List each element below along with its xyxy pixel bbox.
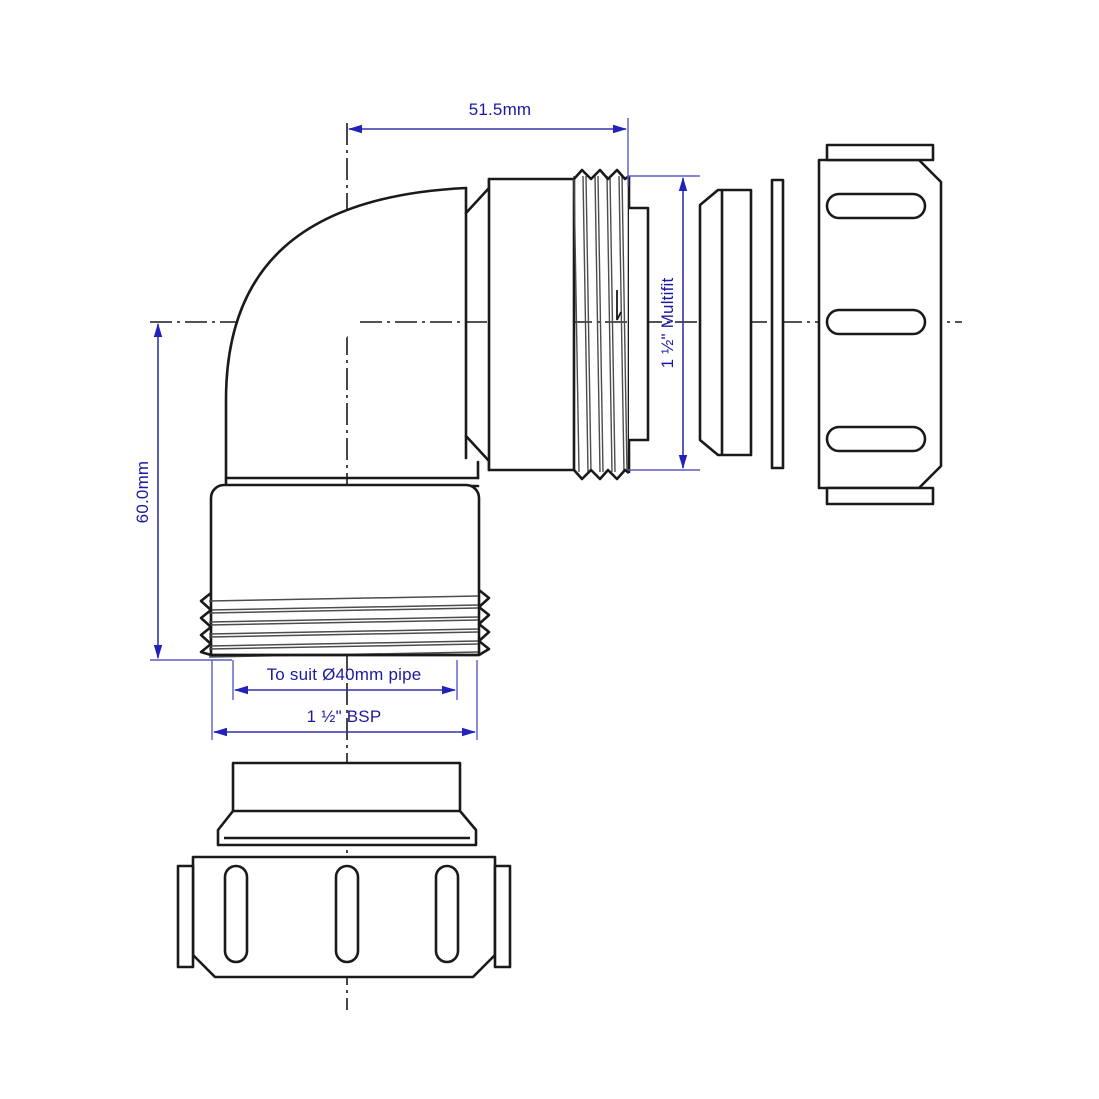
dim-left-label: 60.0mm — [133, 461, 152, 524]
bsp-thread-left-crests — [199, 591, 213, 657]
cone-washer-outline — [698, 188, 753, 457]
multifit-spigot-end-outline — [629, 206, 650, 442]
bsp-body-outline — [209, 483, 481, 657]
dim-top-label: 51.5mm — [469, 100, 532, 119]
multifit-nut-slot-top — [825, 192, 927, 220]
bsp-nut-slot-left — [223, 864, 249, 964]
dim-multifit-label: 1 ½" Multifit — [658, 278, 677, 369]
multifit-nut-top-cap — [825, 143, 935, 162]
bsp-male-thread — [199, 588, 491, 658]
multifit-thread-runout — [616, 290, 622, 321]
bsp-nut-slot-right — [434, 864, 460, 964]
multifit-barrel-outline — [487, 177, 576, 472]
multifit-thread-bottom-crests — [573, 468, 630, 481]
elbow-outlet-chamfer-top — [464, 177, 491, 215]
dimension-top-51-5mm: 51.5mm — [348, 100, 629, 186]
dimension-bottom-bsp: 1 ½" BSP — [211, 660, 478, 740]
multifit-thread-top-crests — [573, 168, 630, 181]
multifit-male-spigot — [487, 177, 576, 472]
multifit-nut-slot-middle — [825, 308, 927, 336]
dimension-right-multifit: 1 ½" Multifit — [628, 175, 700, 471]
multifit-nut-slot-bottom — [825, 425, 927, 453]
multifit-flat-washer — [770, 178, 785, 470]
bsp-cone-washer — [216, 761, 478, 847]
elbow-outer-profile — [224, 186, 468, 490]
flat-washer-outline — [770, 178, 785, 470]
bsp-nut-left-cap — [176, 864, 195, 969]
elbow-body — [224, 177, 491, 490]
multifit-male-thread — [573, 168, 631, 481]
dim-bsp-label: 1 ½" BSP — [307, 707, 382, 726]
multifit-spigot-end — [629, 206, 650, 442]
bsp-thread-right-crests — [477, 588, 491, 657]
bsp-nut — [176, 855, 512, 979]
bsp-cone-washer-outline — [216, 761, 478, 847]
bsp-male-body — [209, 483, 481, 657]
dimension-left-60mm: 60.0mm — [133, 323, 232, 661]
dimension-bottom-pipe-bore: To suit Ø40mm pipe — [232, 660, 458, 700]
multifit-nut-bottom-cap — [825, 486, 935, 506]
bsp-nut-right-cap — [493, 864, 512, 969]
multifit-nut — [817, 143, 943, 506]
dim-bore-label: To suit Ø40mm pipe — [267, 665, 422, 684]
bsp-nut-slot-middle — [334, 864, 360, 964]
multifit-cone-washer — [698, 188, 753, 457]
